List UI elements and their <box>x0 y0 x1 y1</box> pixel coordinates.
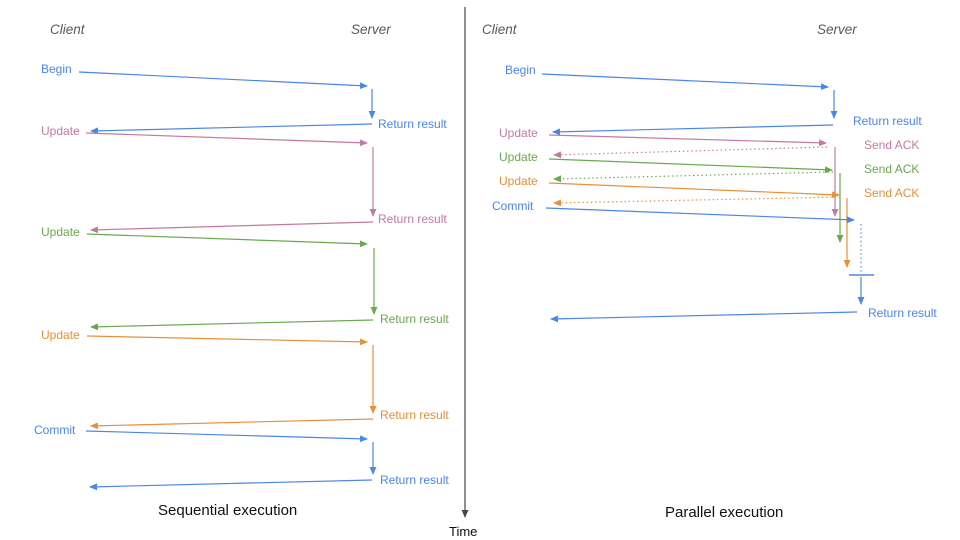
seq-commit-label: Commit <box>34 423 76 437</box>
par-update2-label: Update <box>499 150 538 164</box>
par-update3-ack-arrow <box>553 196 841 207</box>
par-send-ack-1: Send ACK <box>864 138 920 152</box>
seq-update3-label: Update <box>41 328 80 342</box>
par-update1-label: Update <box>499 126 538 140</box>
seq-update2-request-arrow <box>86 233 368 248</box>
seq-update2-label: Update <box>41 225 80 239</box>
sequential-diagram <box>78 71 378 491</box>
seq-begin-request-arrow <box>78 71 368 90</box>
seq-commit-response-arrow <box>89 479 373 491</box>
parallel-server-header: Server <box>817 22 857 37</box>
par-update2-ack-arrow <box>553 171 834 183</box>
seq-update1-label: Update <box>41 124 80 138</box>
par-send-ack-2: Send ACK <box>864 162 920 176</box>
par-update1-request-arrow <box>548 134 827 147</box>
seq-return-result-1: Return result <box>378 117 447 131</box>
parallel-caption: Parallel execution <box>665 504 784 521</box>
seq-return-result-2: Return result <box>378 212 447 226</box>
par-return-result-2: Return result <box>868 306 937 320</box>
sequential-client-header: Client <box>50 22 85 37</box>
sequential-server-header: Server <box>351 22 391 37</box>
seq-return-result-4: Return result <box>380 408 449 422</box>
par-begin-request-arrow <box>541 73 829 91</box>
seq-begin-response-arrow <box>90 123 373 135</box>
seq-update1-request-arrow <box>85 132 368 147</box>
sequential-caption: Sequential execution <box>158 502 298 519</box>
parallel-client-header: Client <box>482 22 517 37</box>
seq-update2-response-arrow <box>90 319 374 331</box>
time-axis-label: Time <box>449 524 478 539</box>
par-begin-label: Begin <box>505 63 536 77</box>
seq-begin-label: Begin <box>41 62 72 76</box>
par-commit-request-arrow <box>545 207 855 224</box>
parallel-diagram <box>541 73 874 323</box>
par-begin-response-arrow <box>552 124 834 136</box>
par-commit-label: Commit <box>492 199 534 213</box>
par-update2-request-arrow <box>548 158 833 174</box>
seq-return-result-5: Return result <box>380 473 449 487</box>
par-update3-request-arrow <box>548 182 840 199</box>
par-commit-response-arrow <box>550 311 858 323</box>
seq-update3-request-arrow <box>86 335 368 346</box>
seq-update3-response-arrow <box>90 418 374 430</box>
seq-commit-request-arrow <box>85 430 368 443</box>
par-update3-label: Update <box>499 174 538 188</box>
seq-update1-response-arrow <box>90 221 374 234</box>
seq-return-result-3: Return result <box>380 312 449 326</box>
par-update1-ack-arrow <box>553 146 828 159</box>
par-return-result-1: Return result <box>853 114 922 128</box>
par-send-ack-3: Send ACK <box>864 186 920 200</box>
